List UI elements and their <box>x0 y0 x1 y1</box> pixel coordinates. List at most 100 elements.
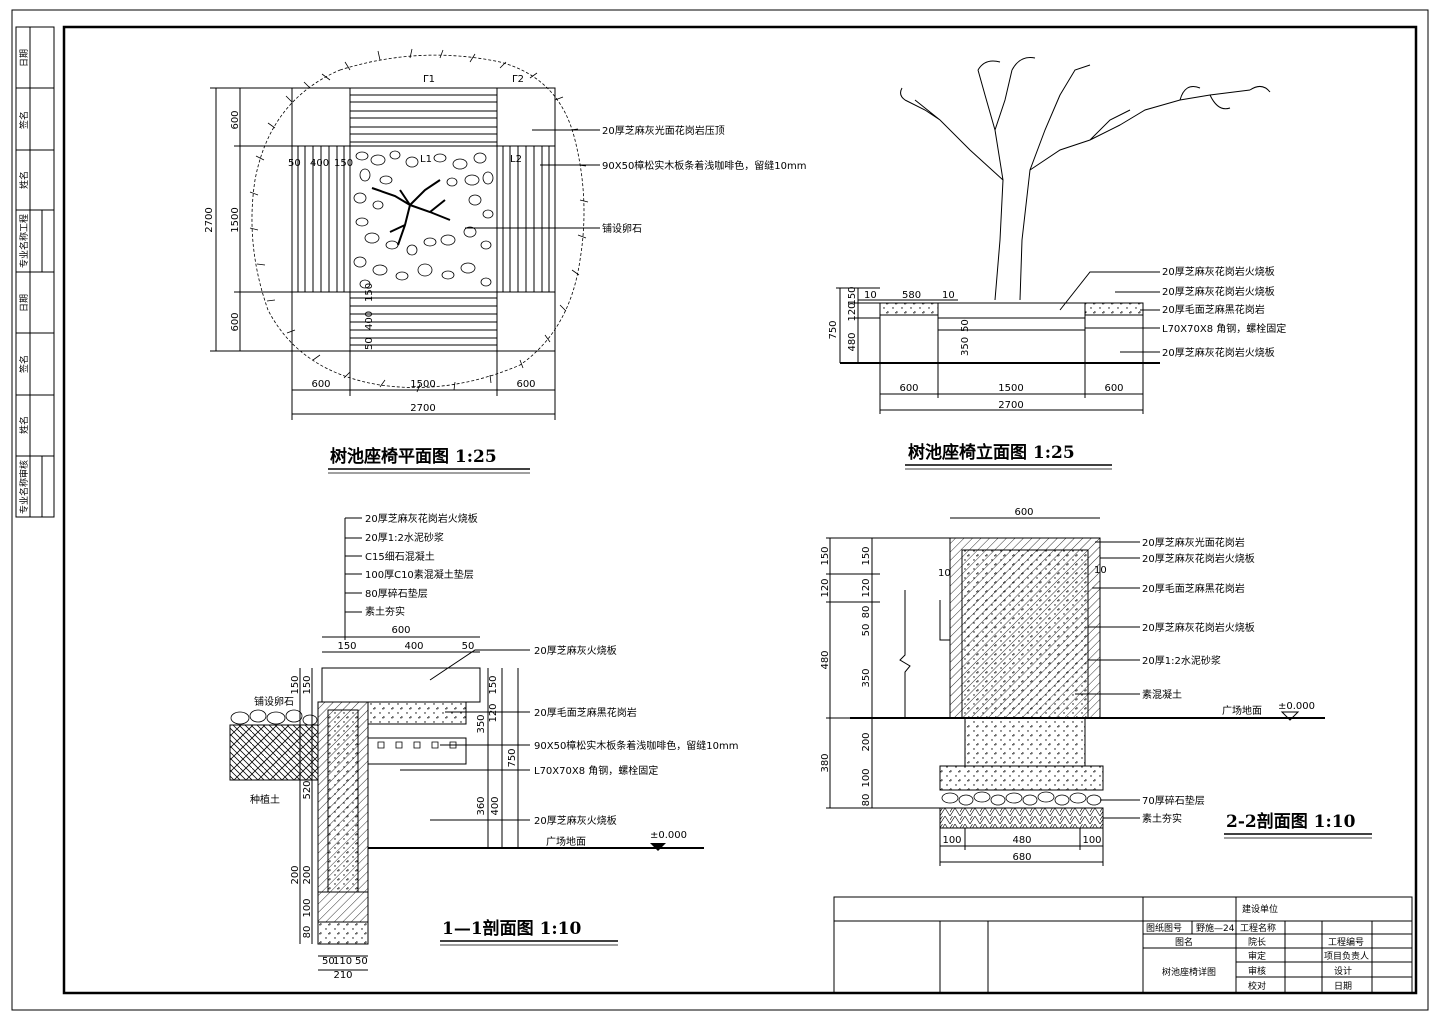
section11-layer: 80厚碎石垫层 <box>365 587 428 600</box>
section11-layer: 20厚1:2水泥砂浆 <box>365 531 444 544</box>
elevation-view: 750 120 150 480 10 580 10 350 50 600 150… <box>828 57 1286 470</box>
label-l2: L2 <box>510 154 522 165</box>
section11-dim-total: 210 <box>333 970 352 981</box>
section22-note: 70厚碎石垫层 <box>1142 794 1205 807</box>
section11-note: 20厚芝麻灰火烧板 <box>534 644 617 657</box>
tb-role-a: 校对 <box>1248 980 1266 992</box>
section11-dim-left: 520 <box>302 780 313 799</box>
section11-dim-right: 350 <box>476 714 487 733</box>
section11-dim-right: 750 <box>507 748 518 767</box>
section22-note: 20厚芝麻灰光面花岗岩 <box>1142 536 1245 549</box>
plan-inner-dim: 150 <box>334 158 353 169</box>
side-label: 日期 <box>19 49 30 67</box>
plan-inner-dim: 400 <box>364 311 375 330</box>
section22-footing <box>939 765 1104 791</box>
section11-dim-right: 360 <box>476 796 487 815</box>
tb-role-b: 项目负责人 <box>1324 950 1369 962</box>
section11-note: 90X50樟松实木板条着浅咖啡色，留缝10mm <box>534 739 739 752</box>
section22-dim-left-inner: 150 <box>861 546 872 565</box>
section11-left-note: 种植土 <box>250 793 280 806</box>
section11-dim-right: 150 <box>488 675 499 694</box>
section22-dim-left-inner: 120 <box>861 578 872 597</box>
elev-note: 20厚芝麻灰花岗岩火烧板 <box>1162 265 1275 278</box>
plan-inner-dim: 50 <box>364 337 375 350</box>
section11-dim-left: 150 <box>302 675 313 694</box>
side-strip: 日期 签名 姓名 专业名称工程 日期 签名 姓名 专业名称审核 <box>15 26 55 518</box>
plan-dim-left: 600 <box>230 110 241 129</box>
elev-dim-bottom: 1500 <box>998 383 1023 394</box>
side-label: 姓名 <box>18 171 30 189</box>
elev-dim-left: 150 <box>847 286 858 305</box>
section22-note: 20厚1:2水泥砂浆 <box>1142 654 1221 667</box>
elev-dim-inner: 350 <box>960 337 971 356</box>
side-label: 签名 <box>18 111 30 129</box>
elev-dim-left: 750 <box>828 320 839 339</box>
section11-dim-right: 400 <box>490 796 501 815</box>
tb-role-a: 审核 <box>1248 965 1266 977</box>
section11-dim-left: 150 <box>290 675 301 694</box>
title-section-1-1: 1—1剖面图 1:10 <box>442 918 582 939</box>
side-label: 签名 <box>18 355 30 373</box>
tb-name-label: 图名 <box>1175 936 1193 948</box>
section22-ten-left: 10 <box>938 568 951 579</box>
tb-role-a: 院长 <box>1248 936 1266 948</box>
section22-dim-top: 600 <box>1014 507 1033 518</box>
section22-ground: 广场地面 <box>1222 704 1262 717</box>
tb-drawing-name: 树池座椅详图 <box>1162 966 1216 978</box>
tb-org: 建设单位 <box>1242 903 1278 915</box>
section11-ground: 广场地面 <box>546 835 586 848</box>
section22-note: 20厚芝麻灰花岗岩火烧板 <box>1142 621 1255 634</box>
side-label: 专业名称工程 <box>18 214 30 268</box>
side-label: 日期 <box>19 294 30 312</box>
tb-role-a: 审定 <box>1248 950 1266 962</box>
section11-layer: 100厚C10素混凝土垫层 <box>365 568 474 581</box>
tb-role-b: 日期 <box>1334 981 1352 992</box>
tb-role-b: 设计 <box>1334 965 1352 977</box>
section11-dim-bottom: 110 <box>333 956 352 967</box>
elev-dim-top: 10 <box>942 290 955 301</box>
section11-dim-bottom: 50 <box>322 956 335 967</box>
section22-dim-left-inner: 200 <box>861 732 872 751</box>
section22-note: 素混凝土 <box>1142 688 1182 701</box>
elev-dim-inner: 50 <box>960 319 971 332</box>
title-plan: 树池座椅平面图 1:25 <box>330 446 497 467</box>
section22-dim-left-inner: 100 <box>861 768 872 787</box>
section11-note: 20厚芝麻灰火烧板 <box>534 814 617 827</box>
elev-dim-left: 480 <box>847 332 858 351</box>
section22-dim-left-outer: 480 <box>820 650 831 669</box>
elev-note: 20厚毛面芝麻黑花岗岩 <box>1162 303 1265 316</box>
section22-level: ±0.000 <box>1278 701 1315 712</box>
plan-inner-dim: 150 <box>364 283 375 302</box>
plan-dim-left: 600 <box>230 312 241 331</box>
tb-project-label: 工程名称 <box>1240 922 1276 934</box>
section22-concrete <box>961 549 1089 719</box>
planting-outline <box>251 54 585 388</box>
cut-marker-2: Γ2 <box>512 74 524 85</box>
section11-dim-left: 200 <box>290 865 301 884</box>
plan-dim-left: 1500 <box>230 207 241 232</box>
section11-top-slab <box>321 667 481 703</box>
section22-dim-left-inner: 80 <box>861 794 872 807</box>
section11-dim-top: 600 <box>391 625 410 636</box>
plan-note: 20厚芝麻灰光面花岗岩压顶 <box>602 124 725 137</box>
plan-note: 铺设卵石 <box>602 222 642 235</box>
section22-dim-bottom: 480 <box>1012 835 1031 846</box>
elev-dim-left: 120 <box>847 302 858 321</box>
section11-note: L70X70X8 角钢，螺栓固定 <box>534 764 658 777</box>
section22-dim-bottom: 100 <box>1082 835 1101 846</box>
plan-view: Γ1 Γ2 L1 L2 50 400 150 150 400 50 600 15… <box>204 48 807 474</box>
section11-dim-left: 100 <box>302 898 313 917</box>
section11-soil <box>229 724 319 781</box>
section11-dim-top: 50 <box>462 641 475 652</box>
tb-drawing-no-label: 图纸图号 <box>1146 922 1182 934</box>
section11-level: ±0.000 <box>650 830 687 841</box>
elev-note: 20厚芝麻灰花岗岩火烧板 <box>1162 346 1275 359</box>
plan-inner-dim: 50 <box>288 158 301 169</box>
section22-dim-bottom: 100 <box>942 835 961 846</box>
elev-note: L70X70X8 角钢，螺栓固定 <box>1162 322 1286 335</box>
title-block: 建设单位 图纸图号 野施—24 工程名称 图名 树池座椅详图 院长 审定 审核 … <box>833 896 1413 994</box>
elev-dim-bottom: 600 <box>1104 383 1123 394</box>
tb-role-b: 工程编号 <box>1328 936 1364 948</box>
title-section-2-2: 2-2剖面图 1:10 <box>1226 811 1356 832</box>
section11-dim-top: 150 <box>337 641 356 652</box>
